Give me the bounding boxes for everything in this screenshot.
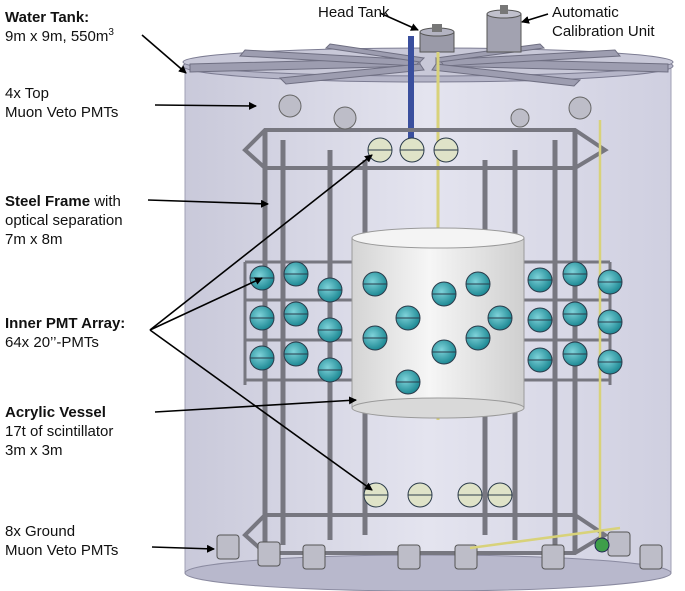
leader-arrows (141, 12, 549, 553)
label-water-tank: Water Tank: 9m x 9m, 550m3 (5, 8, 114, 46)
arrow-inner-pmt-3 (149, 329, 373, 491)
label-calibration: Automatic Calibration Unit (552, 3, 655, 41)
blue-pipe (408, 36, 414, 156)
ground-veto-pmts (216, 531, 663, 570)
top-veto-line2: Muon Veto PMTs (5, 104, 119, 121)
water-tank-title: Water Tank: (5, 9, 90, 26)
inner-pmt-array (249, 137, 623, 508)
label-ground-veto: 8x Ground Muon Veto PMTs (5, 522, 118, 560)
steel-frame-line1: Steel Frame with (5, 192, 123, 211)
steel-frame-title: Steel Frame (5, 193, 91, 210)
label-top-veto: 4x Top Muon Veto PMTs (5, 84, 118, 122)
arrow-inner-pmt-2 (149, 154, 373, 331)
acrylic-title: Acrylic Vessel (5, 404, 106, 421)
inner-pmt-title: Inner PMT Array: (5, 315, 126, 332)
ground-pipe (469, 526, 621, 550)
arrow-water-tank (141, 34, 187, 74)
inner-pmt-line2: 64x 20’’-PMTs (5, 334, 99, 351)
head-tank (419, 24, 455, 53)
calibration-line1: Automatic (552, 4, 619, 21)
arrow-ground-veto (151, 544, 215, 553)
ground-valve (594, 537, 610, 553)
label-acrylic: Acrylic Vessel 17t of scintillator 3m x … (5, 403, 113, 460)
label-inner-pmt: Inner PMT Array: 64x 20’’-PMTs (5, 314, 125, 352)
arrow-steel-frame (147, 199, 269, 208)
label-steel-frame: Steel Frame with optical separation 7m x… (5, 192, 123, 249)
steel-frame-line3: 7m x 8m (5, 231, 63, 248)
ground-veto-line2: Muon Veto PMTs (5, 542, 119, 559)
tank-lid-beams (189, 43, 669, 87)
top-veto-line1: 4x Top (5, 85, 49, 102)
water-tank-sup: 3 (108, 27, 114, 38)
water-tank-dims: 9m x 9m, 550m3 (5, 27, 114, 46)
acrylic-line3: 3m x 3m (5, 442, 63, 459)
arrow-inner-pmt-1 (149, 277, 263, 331)
arrow-calibration (521, 13, 549, 24)
water-tank-dims-text: 9m x 9m, 550m (5, 28, 109, 45)
steel-frame-line2: optical separation (5, 212, 123, 229)
calibration-line2: Calibration Unit (552, 23, 655, 40)
arrow-top-veto (154, 101, 257, 110)
arrow-head-tank (379, 12, 419, 31)
calibration-unit (486, 5, 522, 53)
acrylic-line2: 17t of scintillator (5, 423, 114, 440)
steel-frame-title-rest: with (90, 193, 121, 210)
top-veto-pmts (278, 94, 592, 130)
arrow-acrylic (154, 396, 357, 413)
label-head-tank: Head Tank (318, 4, 390, 21)
ground-veto-line1: 8x Ground (5, 523, 76, 540)
